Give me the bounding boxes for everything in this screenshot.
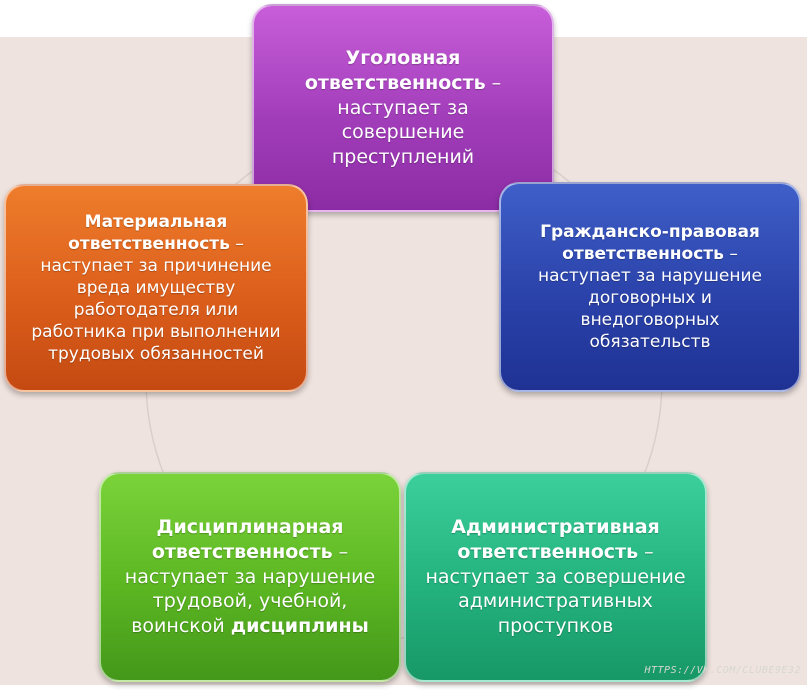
card-criminal-text: – наступает за совершение преступлений (331, 71, 502, 169)
card-administrative-text: – наступает за совершение административн… (425, 540, 686, 638)
card-administrative-liability: Административная ответственность – насту… (404, 472, 707, 682)
card-disciplinary-text: – наступает за нарушение трудовой, учебн… (124, 540, 376, 638)
watermark-url: HTTPS://VK.COM/CLUBE9E32 (644, 665, 801, 676)
card-material-text: – наступает за причинение вреда имуществ… (31, 233, 281, 365)
card-disciplinary-title: Дисциплинарная ответственность (151, 516, 344, 563)
card-civil-liability: Гражданско-правовая ответственность – на… (499, 182, 801, 392)
card-administrative-title: Административная ответственность (451, 516, 660, 563)
card-criminal-title: Уголовная ответственность (304, 47, 486, 94)
card-civil-title: Гражданско-правовая ответственность (540, 221, 760, 264)
card-disciplinary-emphasis: дисциплины (230, 615, 369, 638)
card-criminal-liability: Уголовная ответственность – наступает за… (252, 4, 554, 212)
card-material-liability: Материальная ответственность – наступает… (4, 184, 308, 392)
card-material-title: Материальная ответственность (68, 211, 230, 254)
card-civil-text: – наступает за нарушение договорных и вн… (537, 243, 763, 353)
card-disciplinary-liability: Дисциплинарная ответственность – наступа… (99, 472, 401, 682)
